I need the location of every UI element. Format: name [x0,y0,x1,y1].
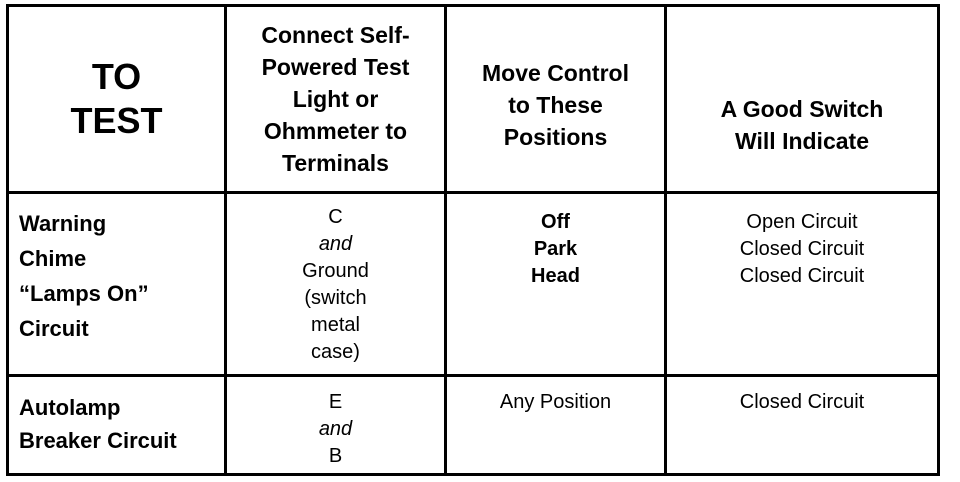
header-connect-line: Ohmmeter to [263,118,408,144]
terminal-line: and [318,418,353,440]
terminal-line: and [318,233,353,255]
header-connect-line: Light or [292,86,379,112]
header-good-switch: A Good Switch Will Indicate [667,7,937,194]
header-connect-terminals: Connect Self- Powered Test Light or Ohmm… [227,7,447,194]
circuit-line: Circuit [19,316,89,341]
circuit-line: Breaker Circuit [19,428,177,453]
row-terminals-autolamp: E and B [227,377,447,473]
position-line: Park [533,238,578,260]
header-connect-line: Terminals [282,150,389,176]
indication-line: Closed Circuit [739,391,865,413]
header-to-test: TO TEST [9,7,227,194]
header-move-line: Move Control [482,60,629,86]
header-move-control: Move Control to These Positions [447,7,667,194]
indication-line: Closed Circuit [739,265,865,287]
indication-line: Closed Circuit [739,238,865,260]
row-indication-warning-chime: Open Circuit Closed Circuit Closed Circu… [667,194,937,377]
circuit-line: “Lamps On” [19,281,149,306]
row-positions-warning-chime: Off Park Head [447,194,667,377]
header-to-test-line: TEST [70,100,163,141]
header-indicate-line: Will Indicate [735,128,869,154]
position-line: Any Position [499,391,612,413]
circuit-line: Warning [19,211,107,236]
header-connect-line: Powered Test [261,54,410,80]
header-connect-line: Connect Self- [261,22,410,48]
row-terminals-warning-chime: C and Ground (switch metal case) [227,194,447,377]
indication-line: Open Circuit [746,211,858,233]
header-move-line: to These [508,92,603,118]
row-circuit-warning-chime: Warning Chime “Lamps On” Circuit [9,194,227,377]
header-to-test-line: TO [91,56,142,97]
position-line: Off [541,211,570,233]
switch-test-table: TO TEST Connect Self- Powered Test Light… [6,4,940,476]
terminal-line: metal [311,314,360,336]
row-positions-autolamp: Any Position [447,377,667,473]
row-indication-autolamp: Closed Circuit [667,377,937,473]
terminal-line: Ground [302,260,369,282]
position-line: Head [531,265,580,287]
header-indicate-line: A Good Switch [720,96,884,122]
terminal-line: B [328,445,343,467]
terminal-line: C [328,206,343,228]
circuit-line: Chime [19,246,87,271]
circuit-line: Autolamp [19,395,121,420]
terminal-line: (switch [304,287,367,309]
header-move-line: Positions [503,124,608,150]
row-circuit-autolamp: Autolamp Breaker Circuit [9,377,227,473]
terminal-line: E [328,391,343,413]
terminal-line: case) [311,341,360,363]
